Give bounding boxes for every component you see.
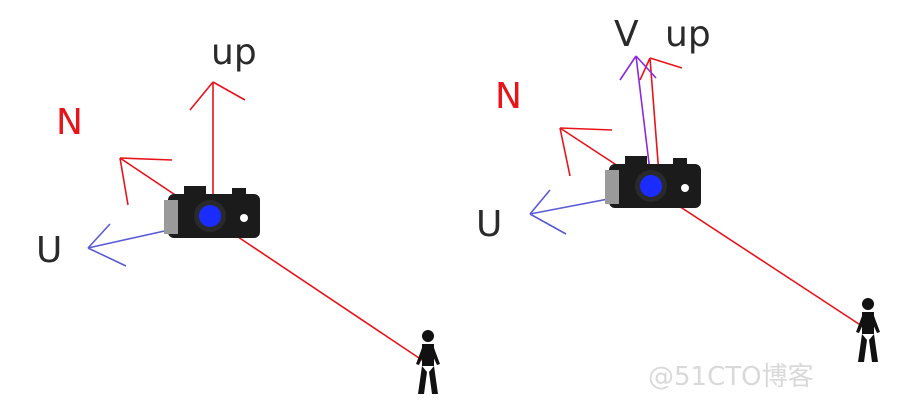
- left-n-arrowhead: [119, 157, 173, 206]
- right-person-icon: [856, 298, 880, 362]
- left-panel: N up U: [36, 32, 440, 394]
- left-n-axis: [119, 157, 426, 363]
- right-camera-icon: [605, 156, 701, 208]
- right-n-arrowhead: [559, 127, 613, 177]
- right-v-arrowhead: [619, 55, 657, 81]
- left-up-label: up: [211, 32, 257, 73]
- left-person-icon: [416, 330, 440, 394]
- left-up-arrowhead: [189, 81, 246, 111]
- left-u-label: U: [36, 230, 62, 271]
- right-u-arrowhead: [529, 189, 567, 235]
- right-u-label: U: [476, 204, 502, 245]
- right-n-axis: [559, 127, 869, 331]
- right-up-arrowhead: [639, 57, 683, 81]
- right-up-label: up: [665, 14, 711, 55]
- right-panel: N V up U: [476, 14, 880, 362]
- left-u-arrowhead: [87, 223, 127, 267]
- right-v-label: V: [614, 14, 639, 55]
- right-n-label: N: [495, 76, 522, 117]
- watermark-text: @51CTO博客: [648, 362, 814, 392]
- left-camera-icon: [164, 186, 260, 238]
- left-n-label: N: [56, 102, 83, 143]
